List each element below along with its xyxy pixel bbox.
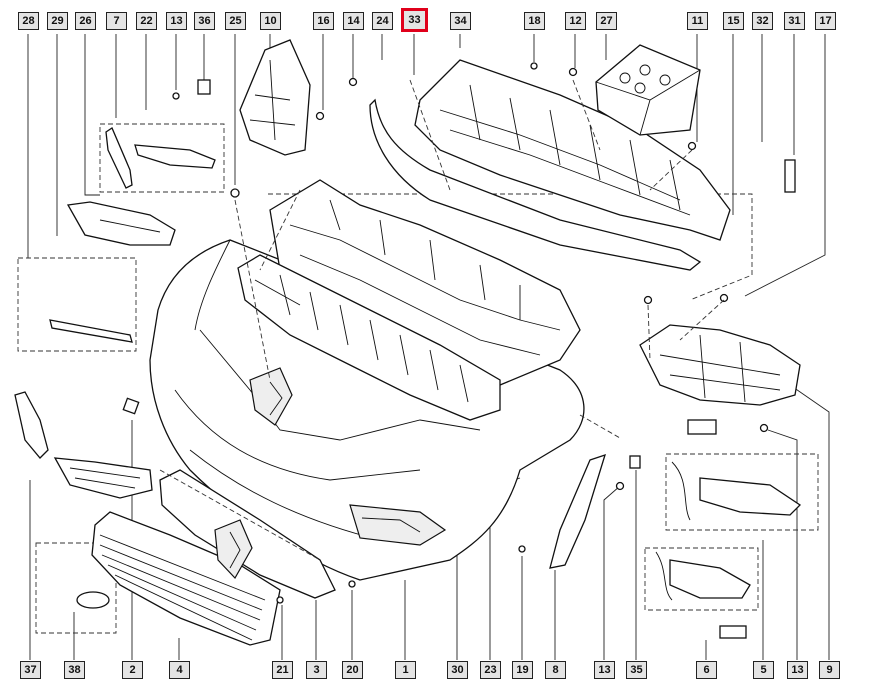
callout-16[interactable]: 16	[313, 12, 334, 30]
callout-7[interactable]: 7	[106, 12, 127, 30]
callout-8[interactable]: 8	[545, 661, 566, 679]
callout-2[interactable]: 2	[122, 661, 143, 679]
callout-1[interactable]: 1	[395, 661, 416, 679]
callout-31[interactable]: 31	[784, 12, 805, 30]
callout-4[interactable]: 4	[169, 661, 190, 679]
callout-13-bottom-a[interactable]: 13	[594, 661, 615, 679]
undertray	[414, 59, 731, 241]
callout-6[interactable]: 6	[696, 661, 717, 679]
callout-22[interactable]: 22	[136, 12, 157, 30]
callout-30[interactable]: 30	[447, 661, 468, 679]
fasteners	[76, 62, 796, 639]
callout-17[interactable]: 17	[815, 12, 836, 30]
callout-13-top[interactable]: 13	[166, 12, 187, 30]
callout-37[interactable]: 37	[20, 661, 41, 679]
lower-grille	[91, 511, 281, 646]
callout-34[interactable]: 34	[450, 12, 471, 30]
bracket-right	[639, 324, 801, 406]
callout-21[interactable]: 21	[272, 661, 293, 679]
side-insert-left	[14, 201, 176, 499]
callout-12[interactable]: 12	[565, 12, 586, 30]
callout-38[interactable]: 38	[64, 661, 85, 679]
callout-13-bottom-b[interactable]: 13	[787, 661, 808, 679]
callout-29[interactable]: 29	[47, 12, 68, 30]
upper-grille	[159, 469, 336, 599]
callout-36[interactable]: 36	[194, 12, 215, 30]
side-strip-right	[549, 453, 606, 569]
callout-28[interactable]: 28	[18, 12, 39, 30]
clip-box	[595, 44, 701, 136]
callout-3[interactable]: 3	[306, 661, 327, 679]
callout-24[interactable]: 24	[372, 12, 393, 30]
callout-14[interactable]: 14	[343, 12, 364, 30]
absorber-lower	[237, 254, 501, 421]
callout-32[interactable]: 32	[752, 12, 773, 30]
bracket-left	[239, 39, 311, 156]
lip-strip	[369, 98, 702, 271]
assembly-boxes	[17, 123, 819, 634]
callout-27[interactable]: 27	[596, 12, 617, 30]
callout-35[interactable]: 35	[626, 661, 647, 679]
callout-26[interactable]: 26	[75, 12, 96, 30]
callout-5[interactable]: 5	[753, 661, 774, 679]
callout-19[interactable]: 19	[512, 661, 533, 679]
callout-15[interactable]: 15	[723, 12, 744, 30]
callout-33-highlighted[interactable]: 33	[401, 8, 428, 32]
callout-23[interactable]: 23	[480, 661, 501, 679]
callout-18[interactable]: 18	[524, 12, 545, 30]
fog-surround-right	[655, 461, 802, 601]
callout-9[interactable]: 9	[819, 661, 840, 679]
callout-10[interactable]: 10	[260, 12, 281, 30]
relation-lines	[159, 79, 725, 561]
callout-11[interactable]: 11	[687, 12, 708, 30]
trim-left	[49, 127, 216, 343]
callout-25[interactable]: 25	[225, 12, 246, 30]
callout-20[interactable]: 20	[342, 661, 363, 679]
bumper-cover	[149, 239, 585, 581]
